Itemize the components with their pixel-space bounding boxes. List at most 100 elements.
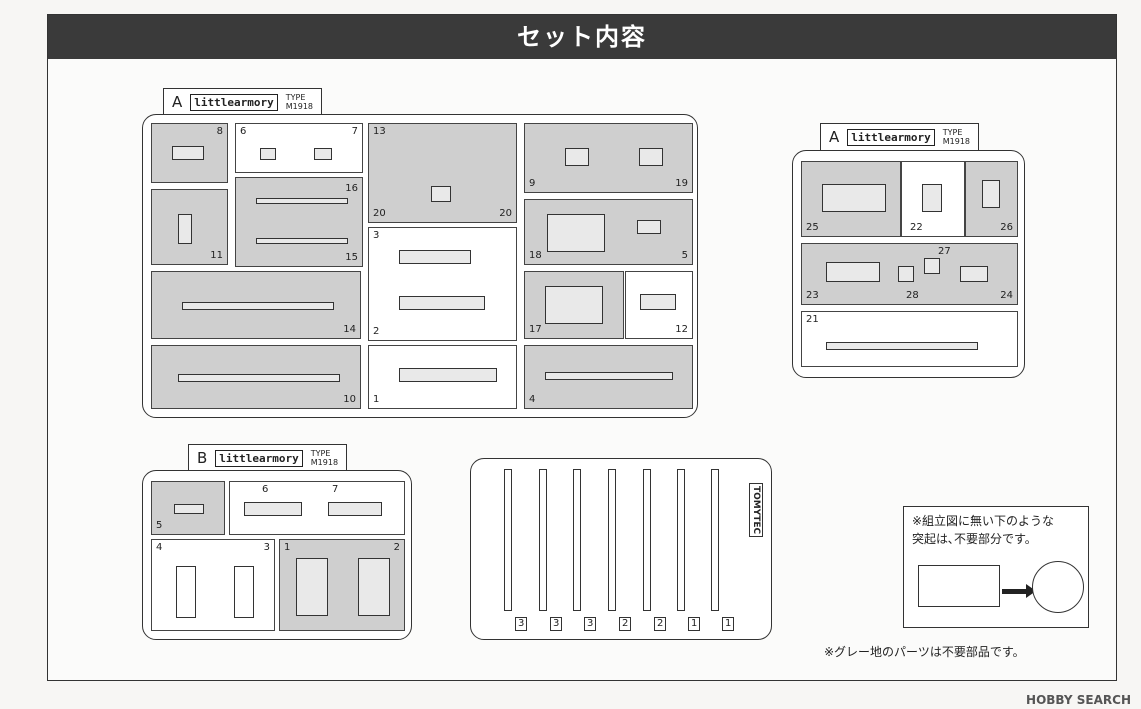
part-number: 27 (938, 246, 951, 257)
part-cell: 4 (524, 345, 693, 409)
part-shape (328, 502, 382, 516)
part-number: 16 (345, 183, 358, 194)
part-shape (545, 372, 673, 380)
part-number: 4 (156, 542, 163, 553)
part-cell: 8 (151, 123, 228, 183)
part-number: 1 (284, 542, 291, 553)
part-number: 15 (345, 252, 358, 263)
part-cell: 12 (625, 271, 693, 339)
part-cell: 10 (151, 345, 361, 409)
part-number: 3 (263, 542, 270, 553)
part-number: 5 (156, 520, 163, 531)
part-shape (358, 558, 390, 616)
part-number: 14 (343, 324, 356, 335)
arrow-icon (1002, 589, 1028, 594)
part-number: 3 (373, 230, 380, 241)
sprue-rod (711, 469, 719, 611)
part-number: 2 (393, 542, 400, 553)
part-number: 3 (584, 617, 597, 631)
part-number: 2 (373, 326, 380, 337)
part-number: 19 (675, 178, 688, 189)
sprue-rod (608, 469, 616, 611)
part-shape (545, 286, 603, 324)
part-cell: 1 2 (279, 539, 405, 631)
part-number: 8 (216, 126, 223, 137)
part-number: 1 (688, 617, 701, 631)
part-number: 18 (529, 250, 542, 261)
part-cell: 11 (151, 189, 228, 265)
part-shape (924, 258, 940, 274)
part-cell: 13 20 20 (368, 123, 517, 223)
part-shape (399, 368, 497, 382)
part-cell: 6 7 (235, 123, 363, 173)
part-number: 9 (529, 178, 536, 189)
part-number: 11 (210, 250, 223, 261)
part-shape (260, 148, 276, 160)
part-cell: 18 5 (524, 199, 693, 265)
trigger-group-illustration (918, 565, 1000, 607)
gray-parts-note: ※グレー地のパーツは不要部品です。 (824, 645, 1025, 659)
part-shape (639, 148, 663, 166)
brand-logo: littlearmory (847, 128, 935, 146)
part-shape (314, 148, 332, 160)
part-shape (399, 250, 471, 264)
part-shape (182, 302, 334, 310)
sprue-rod (573, 469, 581, 611)
part-number: 20 (499, 208, 512, 219)
runner-a-large: 8 6 7 13 20 20 9 19 11 16 15 18 5 3 2 (142, 114, 698, 418)
part-cell: 27 23 28 24 (801, 243, 1018, 305)
part-number: 6 (262, 484, 269, 495)
part-cell: 4 3 (151, 539, 275, 631)
part-shape (176, 566, 196, 618)
sprue-rod (677, 469, 685, 611)
part-shape (826, 262, 880, 282)
part-shape (640, 294, 676, 310)
part-shape (982, 180, 1000, 208)
part-shape (826, 342, 978, 350)
part-number: 13 (373, 126, 386, 137)
part-shape (172, 146, 204, 160)
sprue-rod (539, 469, 547, 611)
part-shape (178, 214, 192, 244)
runner-a-small: 25 22 26 27 23 28 24 21 (792, 150, 1025, 378)
part-cell: 25 (801, 161, 901, 237)
part-number: 3 (515, 617, 528, 631)
part-number: 28 (906, 290, 919, 301)
part-number: 1 (373, 394, 380, 405)
part-number: 4 (529, 394, 536, 405)
note-line-2: 突起は､不要部分です。 (912, 532, 1037, 546)
part-cell: 22 (901, 161, 965, 237)
part-number: 7 (351, 126, 358, 137)
part-cell: 26 (965, 161, 1018, 237)
part-number: 2 (654, 617, 667, 631)
part-number: 5 (681, 250, 688, 261)
part-shape (960, 266, 988, 282)
part-shape (922, 184, 942, 212)
brand-mark: TOMYTEC (749, 483, 763, 538)
part-number: 17 (529, 324, 542, 335)
sprue-rod (504, 469, 512, 611)
part-shape (296, 558, 328, 616)
part-number: 25 (806, 222, 819, 233)
part-shape (431, 186, 451, 202)
runner-letter: A (829, 128, 840, 146)
runner-b: 5 6 7 4 3 1 2 (142, 470, 412, 640)
part-cell: 9 19 (524, 123, 693, 193)
part-cell: 1 (368, 345, 517, 409)
part-shape (234, 566, 254, 618)
part-number: 2 (619, 617, 632, 631)
part-shape (637, 220, 661, 234)
part-shape (898, 266, 914, 282)
part-number: 10 (343, 394, 356, 405)
note-line-1: ※組立図に無い下のような (912, 514, 1055, 528)
detail-circle (1032, 561, 1084, 613)
part-number: 24 (1000, 290, 1013, 301)
part-number: 6 (240, 126, 247, 137)
note-box: ※組立図に無い下のような 突起は､不要部分です。 (903, 506, 1089, 628)
part-shape (244, 502, 302, 516)
